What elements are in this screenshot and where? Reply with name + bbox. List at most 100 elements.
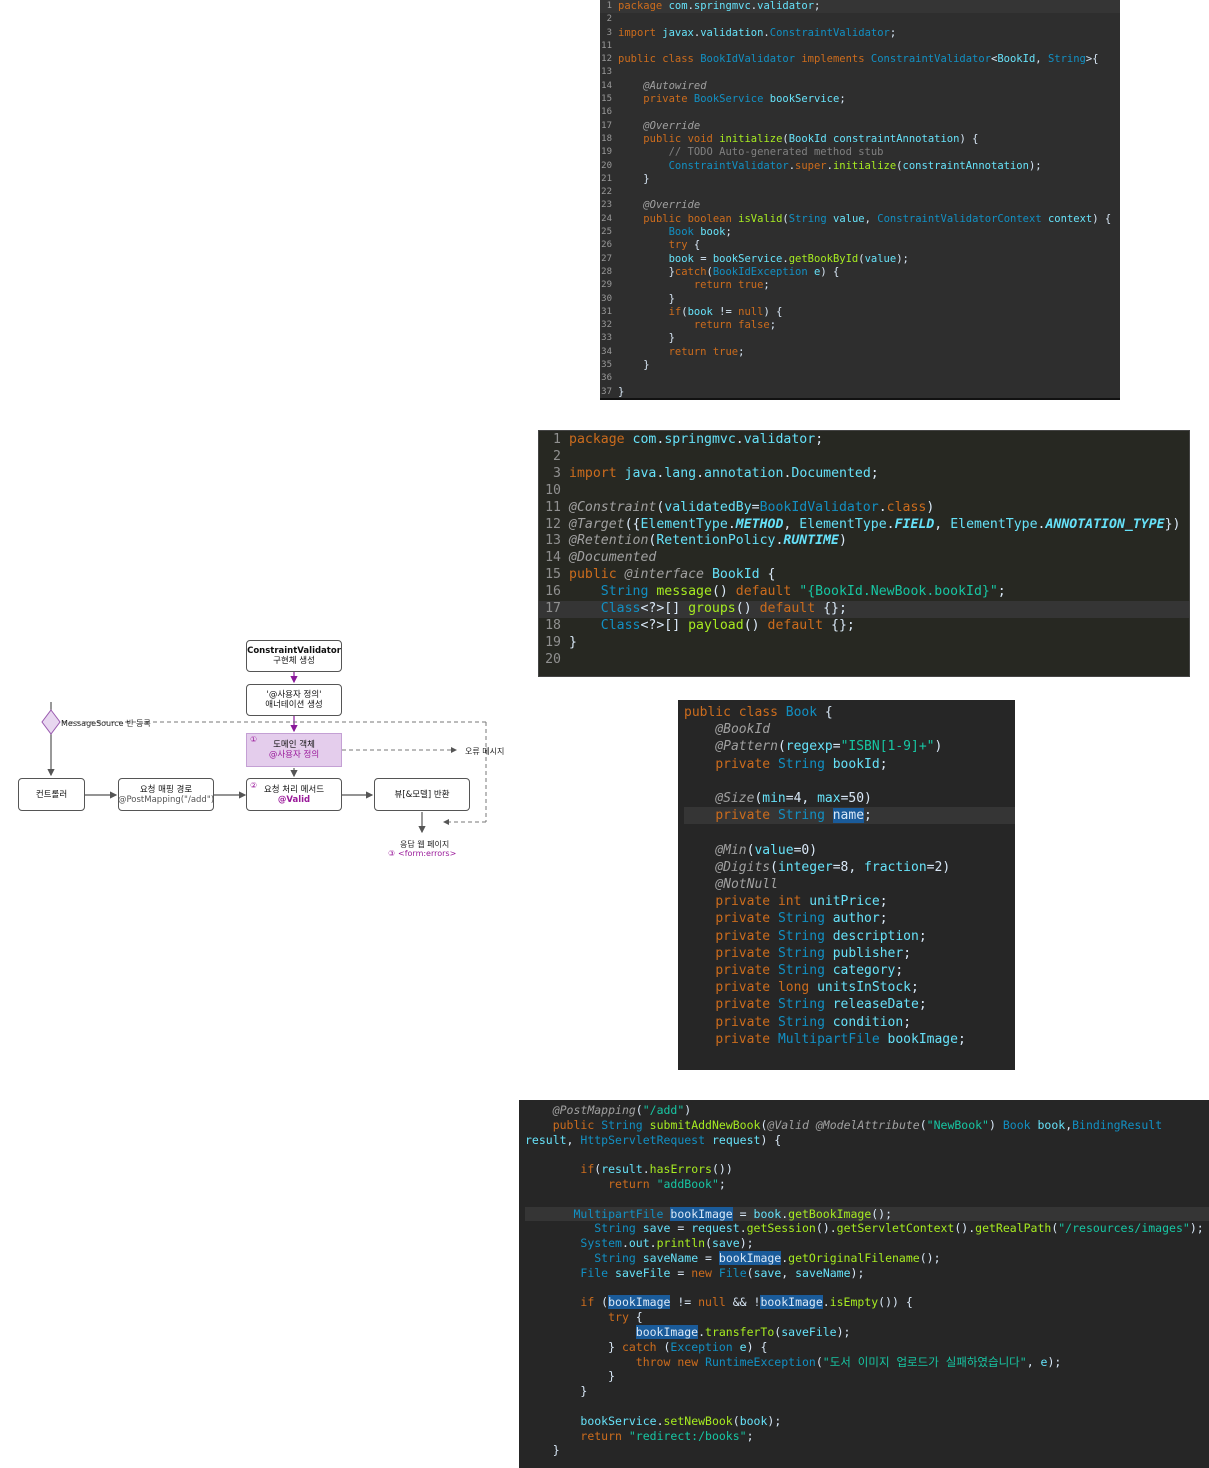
code-line: 20​ bbox=[539, 652, 1189, 669]
constraint-validator-line2: 구현체 생성 bbox=[273, 656, 315, 666]
line-code: try { bbox=[668, 239, 701, 252]
code-line: if (bookImage != null && !bookImage.isEm… bbox=[525, 1295, 1209, 1310]
form-errors-label: <form:errors> bbox=[398, 849, 457, 858]
line-code: public boolean isValid(String value, Con… bbox=[643, 212, 1112, 225]
line-number: 16 bbox=[545, 584, 561, 600]
line-code: ​ bbox=[525, 1192, 1209, 1207]
line-number: 20 bbox=[601, 160, 612, 171]
line-number: 33 bbox=[601, 333, 612, 344]
code-line: 26 try { bbox=[600, 239, 1120, 252]
line-code: } bbox=[525, 1384, 588, 1399]
code-line: ​ bbox=[525, 1147, 1209, 1162]
code-line: ​ bbox=[684, 824, 1015, 841]
line-code: @Autowired bbox=[643, 79, 707, 92]
diagram-connectors bbox=[41, 672, 487, 834]
line-code: @Min(value=0) bbox=[715, 842, 818, 858]
request-handler-line1: 요청 처리 메서드 bbox=[263, 784, 325, 795]
code-line: 37} bbox=[600, 385, 1120, 398]
line-code: return false; bbox=[693, 319, 777, 332]
line-number: 15 bbox=[601, 94, 612, 105]
line-code: ​ bbox=[684, 824, 1015, 841]
code-line: private String category; bbox=[684, 962, 1015, 979]
line-code: } bbox=[618, 359, 650, 372]
line-code: @Pattern(regexp="ISBN[1-9]+") bbox=[715, 739, 943, 755]
line-number: 12 bbox=[601, 54, 612, 65]
code-line: @NotNull bbox=[684, 876, 1015, 893]
line-code: private String releaseDate; bbox=[715, 997, 927, 1013]
line-number: 16 bbox=[601, 107, 612, 118]
code-line: private int unitPrice; bbox=[684, 893, 1015, 910]
line-number: 35 bbox=[601, 360, 612, 371]
line-number: 37 bbox=[601, 386, 612, 397]
message-source-label: MessageSource 빈 등록 bbox=[61, 719, 151, 728]
code-line: 35 } bbox=[600, 359, 1120, 372]
code-line: 29 return true; bbox=[600, 279, 1120, 292]
line-code: ​ bbox=[618, 372, 1120, 385]
line-code: @Constraint(validatedBy=BookIdValidator.… bbox=[569, 499, 935, 515]
line-number: 17 bbox=[601, 120, 612, 131]
line-code: File saveFile = new File(save, saveName)… bbox=[580, 1265, 865, 1280]
line-number: 31 bbox=[601, 306, 612, 317]
code-line: 11@Constraint(validatedBy=BookIdValidato… bbox=[539, 500, 1189, 517]
line-code: import java.lang.annotation.Documented; bbox=[569, 465, 879, 481]
line-number: 18 bbox=[545, 617, 561, 633]
code-line: 25 Book book; bbox=[600, 226, 1120, 239]
code-line: } bbox=[525, 1384, 1209, 1399]
code-line: ​ bbox=[525, 1399, 1209, 1414]
line-code: String message() default "{BookId.NewBoo… bbox=[600, 584, 1006, 600]
line-code: private long unitsInStock; bbox=[715, 980, 919, 996]
code-line: private String releaseDate; bbox=[684, 996, 1015, 1013]
line-number: 27 bbox=[601, 253, 612, 264]
code-line: @Size(min=4, max=50) bbox=[684, 790, 1015, 807]
view-return-label: 뷰[&모델] 반환 bbox=[394, 789, 450, 800]
line-number: 19 bbox=[601, 147, 612, 158]
line-number: 18 bbox=[601, 133, 612, 144]
step2-marker: ② bbox=[250, 781, 258, 790]
line-number: 21 bbox=[601, 173, 612, 184]
code-line: 16 String message() default "{BookId.New… bbox=[539, 584, 1189, 601]
line-code: ​ bbox=[569, 652, 1189, 669]
line-code: public @interface BookId { bbox=[569, 567, 776, 583]
line-code: String save = request.getSession().getSe… bbox=[594, 1221, 1204, 1236]
line-number: 24 bbox=[601, 213, 612, 224]
code-line: private long unitsInStock; bbox=[684, 979, 1015, 996]
line-code: } bbox=[569, 634, 577, 650]
code-line: 27 book = bookService.getBookById(value)… bbox=[600, 253, 1120, 266]
line-code: System.out.println(save); bbox=[580, 1236, 754, 1251]
line-code: } bbox=[618, 385, 625, 398]
line-code: } bbox=[618, 172, 650, 185]
line-code: import javax.validation.ConstraintValida… bbox=[618, 26, 897, 39]
line-code: ​ bbox=[684, 773, 1015, 790]
code-line: public String submitAddNewBook(@Valid @M… bbox=[525, 1118, 1209, 1133]
code-line: 31 if(book != null) { bbox=[600, 306, 1120, 319]
line-code: ConstraintValidator.super.initialize(con… bbox=[668, 159, 1042, 172]
line-code: if (bookImage != null && !bookImage.isEm… bbox=[580, 1295, 913, 1310]
line-code: throw new RuntimeException("도서 이미지 업로드가 … bbox=[635, 1354, 1062, 1369]
line-code: ​ bbox=[618, 186, 1120, 199]
code-line: 13​ bbox=[600, 66, 1120, 79]
code-line: 13@Retention(RetentionPolicy.RUNTIME) bbox=[539, 533, 1189, 550]
code-line: String save = request.getSession().getSe… bbox=[525, 1221, 1209, 1236]
line-code: @Override bbox=[643, 119, 701, 132]
code-line: @PostMapping("/add") bbox=[525, 1103, 1209, 1118]
request-mapping-line1: 요청 매핑 경로 bbox=[139, 784, 193, 795]
code-line: 34 return true; bbox=[600, 346, 1120, 359]
response-page-label: 응답 웹 페이지 bbox=[400, 840, 450, 849]
code-line: 19} bbox=[539, 635, 1189, 652]
line-number: 1 bbox=[606, 1, 612, 11]
code-line: } bbox=[525, 1443, 1209, 1458]
controller-label: 컨트롤러 bbox=[35, 789, 68, 800]
code-line: private MultipartFile bookImage; bbox=[684, 1031, 1015, 1048]
code-line: 36​ bbox=[600, 372, 1120, 385]
line-code: public class Book { bbox=[684, 705, 833, 720]
code-line: private String condition; bbox=[684, 1014, 1015, 1031]
line-code: // TODO Auto-generated method stub bbox=[618, 146, 884, 159]
line-number: 29 bbox=[601, 280, 612, 291]
line-code: ​ bbox=[618, 13, 1120, 26]
code-line: 30 } bbox=[600, 293, 1120, 306]
